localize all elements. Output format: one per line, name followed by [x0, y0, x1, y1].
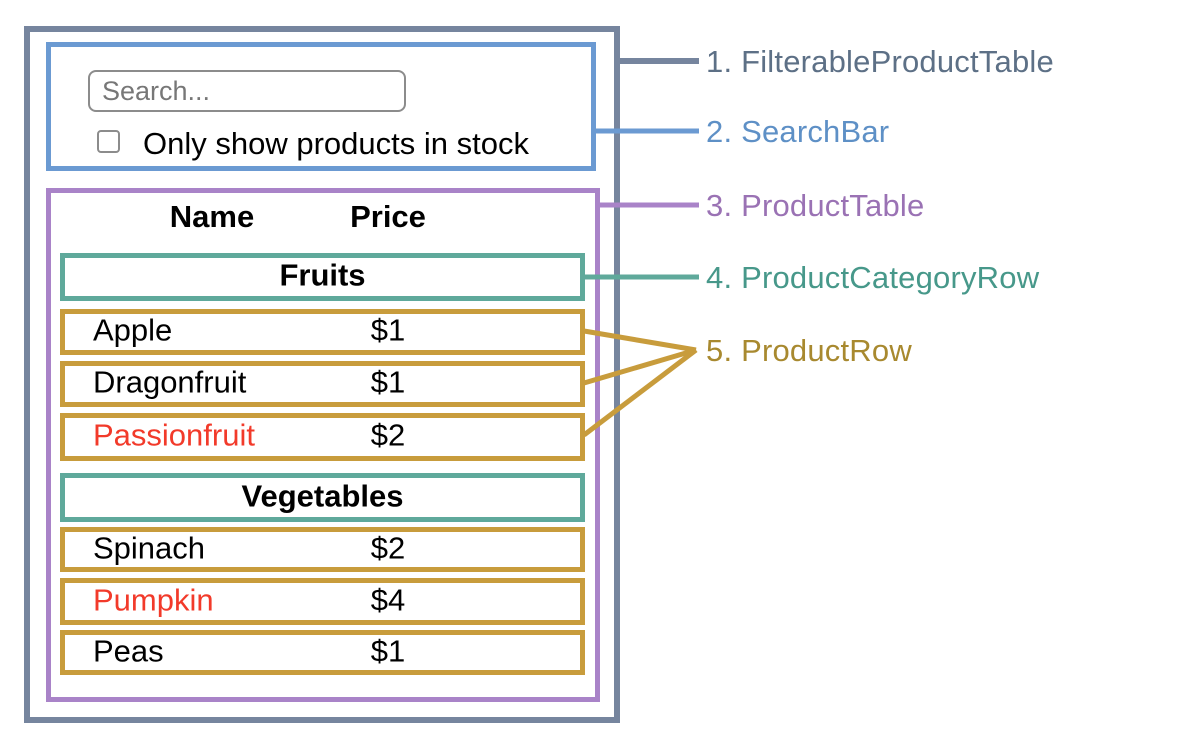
category-label: Vegetables [241, 478, 404, 514]
in-stock-checkbox-label: Only show products in stock [143, 126, 529, 161]
category-row-inner: Vegetables [65, 478, 580, 517]
product-row-spinach: Spinach $2 [60, 527, 585, 572]
product-row-pumpkin: Pumpkin $4 [60, 578, 585, 625]
product-price: $1 [370, 633, 406, 669]
product-row-inner: Peas $1 [65, 633, 580, 670]
product-row-inner: Pumpkin $4 [65, 582, 580, 620]
category-row-vegetables: Vegetables [60, 473, 585, 522]
product-name-out-of-stock: Passionfruit [93, 417, 255, 453]
search-input[interactable] [88, 70, 406, 112]
product-row-inner: Apple $1 [65, 312, 580, 350]
legend-product-row: 5. ProductRow [706, 333, 912, 368]
category-row-fruits: Fruits [60, 253, 585, 301]
product-price: $2 [370, 530, 406, 566]
product-row-peas: Peas $1 [60, 630, 585, 675]
product-row-inner: Dragonfruit $1 [65, 364, 580, 402]
legend-search-bar: 2. SearchBar [706, 114, 890, 149]
product-price: $1 [370, 364, 406, 400]
product-name-out-of-stock: Pumpkin [93, 582, 214, 618]
legend-filterable-product-table: 1. FilterableProductTable [706, 44, 1054, 79]
column-header-name: Name [169, 199, 255, 234]
in-stock-checkbox[interactable] [97, 130, 120, 153]
category-row-inner: Fruits [65, 258, 580, 296]
product-price: $2 [370, 417, 406, 453]
product-name: Apple [93, 312, 173, 348]
product-name: Peas [93, 633, 164, 669]
product-price: $4 [370, 582, 406, 618]
product-row-inner: Spinach $2 [65, 530, 580, 567]
product-row-dragonfruit: Dragonfruit $1 [60, 361, 585, 407]
legend-product-category-row: 4. ProductCategoryRow [706, 260, 1040, 295]
category-label: Fruits [279, 257, 366, 293]
product-name: Dragonfruit [93, 364, 247, 400]
column-header-price: Price [350, 199, 426, 234]
legend-product-table: 3. ProductTable [706, 188, 925, 223]
product-name: Spinach [93, 530, 206, 566]
product-row-inner: Passionfruit $2 [65, 418, 580, 456]
product-row-passionfruit: Passionfruit $2 [60, 413, 585, 461]
product-row-apple: Apple $1 [60, 309, 585, 355]
product-price: $1 [370, 312, 406, 348]
